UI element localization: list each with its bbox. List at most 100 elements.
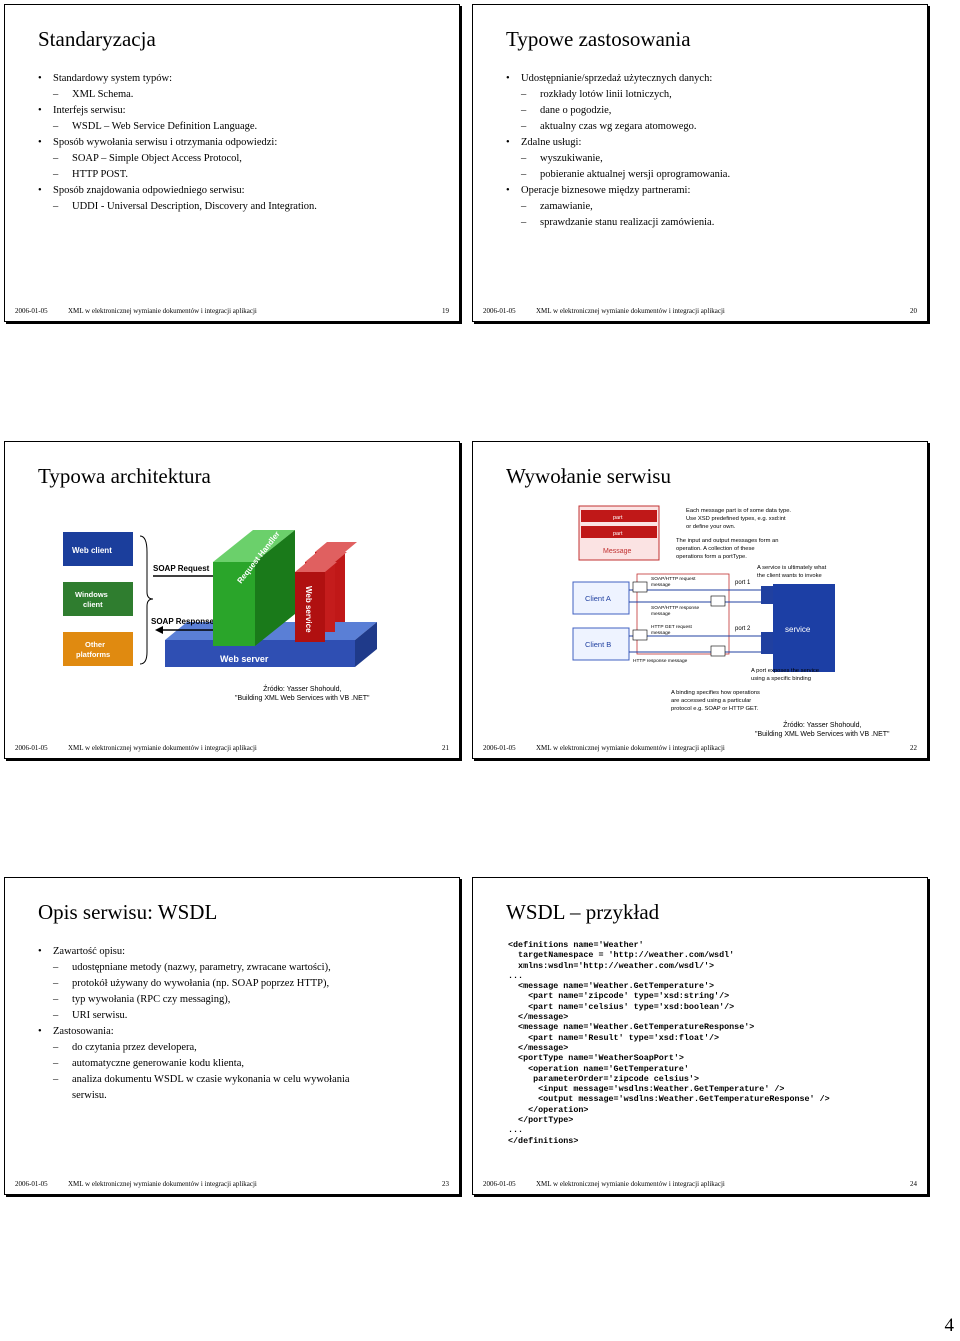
request-handler-top [213,530,295,562]
client-b-label: Client B [585,640,611,649]
web-service-top-1 [295,562,337,572]
slide-number: 21 [442,744,449,752]
soap-response-arrowhead [155,626,163,634]
figure-source-line: Źródło: Yasser Shohould, [783,722,862,729]
soap-response-label: SOAP/HTTP response [651,605,699,611]
note-part-line: Use XSD predefined types, e.g. xsd:int [686,516,786,522]
wsdl-code-sample: <definitions name='Weather' targetNamesp… [508,940,830,1146]
web-server-box [165,640,355,667]
sub-bullet-item: WSDL – Web Service Definition Language. [38,119,317,135]
sub-bullet-item: automatyczne generowanie kodu klienta, [38,1056,350,1072]
sub-bullet-item: SOAP – Simple Object Access Protocol, [38,151,317,167]
sub-bullet-continuation: serwisu. [72,1090,107,1101]
client-a-label: Client A [585,594,611,603]
web-server-side [355,622,377,667]
windows-client-label: Windows [75,590,108,599]
sub-bullet-item: do czytania przez developera, [38,1040,350,1056]
part-label-2: part [613,531,623,537]
sub-bullet-item: zamawianie, [506,199,730,215]
slide-title: Typowa architektura [38,464,211,488]
bullet-item: Operacje biznesowe między partnerami: [506,183,730,199]
http-response-label: HTTP response message [633,658,688,664]
note-service-line: A service is ultimately what [757,565,827,571]
bullet-item: Zastosowania: [38,1024,350,1040]
note-operation-line: The input and output messages form an [676,538,778,544]
envelope-icon [632,581,648,593]
bullet-list: Standardowy system typów: XML Schema. In… [38,71,317,215]
sub-bullet-item: udostępniane metody (nazwy, parametry, z… [38,960,350,976]
request-handler-box [213,562,255,646]
slide-number: 19 [442,307,449,315]
client-a-box [572,581,630,615]
footer-title: XML w elektronicznej wymianie dokumentów… [536,307,725,315]
part-box-2 [581,526,657,538]
web-service-box-1 [295,572,325,642]
sub-bullet-item: rozkłady lotów linii lotniczych, [506,87,730,103]
web-client-label: Web client [72,546,112,555]
service-call-diagram: part part Message Each message part is o… [572,505,835,712]
footer-title: XML w elektronicznej wymianie dokumentów… [536,744,725,752]
soap-request-label: SOAP Request [153,564,210,573]
page-number: 4 [944,1315,955,1336]
note-part-line: Each message part is of some data type. [686,508,791,514]
client-b-box [572,627,630,661]
service-box [773,584,835,672]
sub-bullet-item: sprawdzanie stanu realizacji zamówienia. [506,215,730,231]
note-operation-line: operation. A collection of these [676,546,755,552]
sub-bullet-item: dane o pogodzie, [506,103,730,119]
slide-title: Standaryzacja [38,27,156,51]
sub-bullet-item: UDDI - Universal Description, Discovery … [38,199,317,215]
windows-client-box [63,582,133,616]
port-2-box [761,632,775,654]
slide-typowa-architektura: Typowa architektura Web server Web clien… [4,441,460,759]
envelope-icon [632,629,648,641]
bullet-item: Zdalne usługi: [506,135,730,151]
other-platforms-label-2: platforms [76,650,110,659]
architecture-diagram: Web server Web client Windows client Oth… [63,530,377,667]
footer-date: 2006-01-05 [483,307,516,315]
figure-source-line: "Building XML Web Services with VB .NET" [235,695,370,702]
http-get-request-label-2: message [651,631,671,636]
note-binding-line: protocol e.g. SOAP or HTTP GET. [671,706,759,712]
windows-client-label-2: client [83,600,103,609]
slide-number: 24 [910,1180,917,1188]
envelope-icon [710,595,726,607]
note-port-line: A port exposes the service [751,668,819,674]
footer-date: 2006-01-05 [483,1180,516,1188]
slide-title: WSDL – przykład [506,900,660,924]
sub-bullet-item: URI serwisu. [38,1008,350,1024]
figure-source: Źródło: Yasser Shohould, "Building XML W… [235,685,370,703]
bullet-item: Sposób znajdowania odpowiedniego serwisu… [38,183,317,199]
footer-title: XML w elektronicznej wymianie dokumentów… [68,307,257,315]
web-service-top-3 [315,542,357,552]
figure-source-line: Źródło: Yasser Shohould, [263,686,342,693]
operation-box [636,573,730,655]
http-get-request-label: HTTP GET request [651,624,693,630]
slide-typowe-zastosowania: Typowe zastosowania Udostępnianie/sprzed… [472,4,928,322]
sub-bullet-item: protokół używany do wywołania (np. SOAP … [38,976,350,992]
footer-title: XML w elektronicznej wymianie dokumentów… [536,1180,725,1188]
note-part-line: or define your own. [686,524,736,530]
bullet-item: Sposób wywołania serwisu i otrzymania od… [38,135,317,151]
client-brace [139,535,154,665]
sub-bullet-item: aktualny czas wg zegara atomowego. [506,119,730,135]
footer-title: XML w elektronicznej wymianie dokumentów… [68,744,257,752]
envelope-icon [710,645,726,657]
figure-source: Źródło: Yasser Shohould, "Building XML W… [755,721,890,739]
note-operation-line: operations form a portType. [676,554,747,560]
slide-title: Wywołanie serwisu [506,464,671,488]
slide-wywolanie-serwisu: Wywołanie serwisu part part Message Each… [472,441,928,759]
port-1-label: port 1 [735,580,751,586]
figure-source-line: "Building XML Web Services with VB .NET" [755,731,890,738]
port-2-label: port 2 [735,626,751,632]
slide-standaryzacja: Standaryzacja Standardowy system typów: … [4,4,460,322]
note-binding-line: are accessed using a particular [671,698,751,704]
slide-opis-serwisu-wsdl: Opis serwisu: WSDL Zawartość opisu: udos… [4,877,460,1195]
other-platforms-box [63,632,133,666]
slide-title: Opis serwisu: WSDL [38,900,218,924]
note-binding-line: A binding specifies how operations [671,690,760,696]
message-label: Message [603,548,632,555]
slide-number: 23 [442,1180,449,1188]
slide-number: 20 [910,307,917,315]
bullet-item: Udostępnianie/sprzedaż użytecznych danyc… [506,71,730,87]
